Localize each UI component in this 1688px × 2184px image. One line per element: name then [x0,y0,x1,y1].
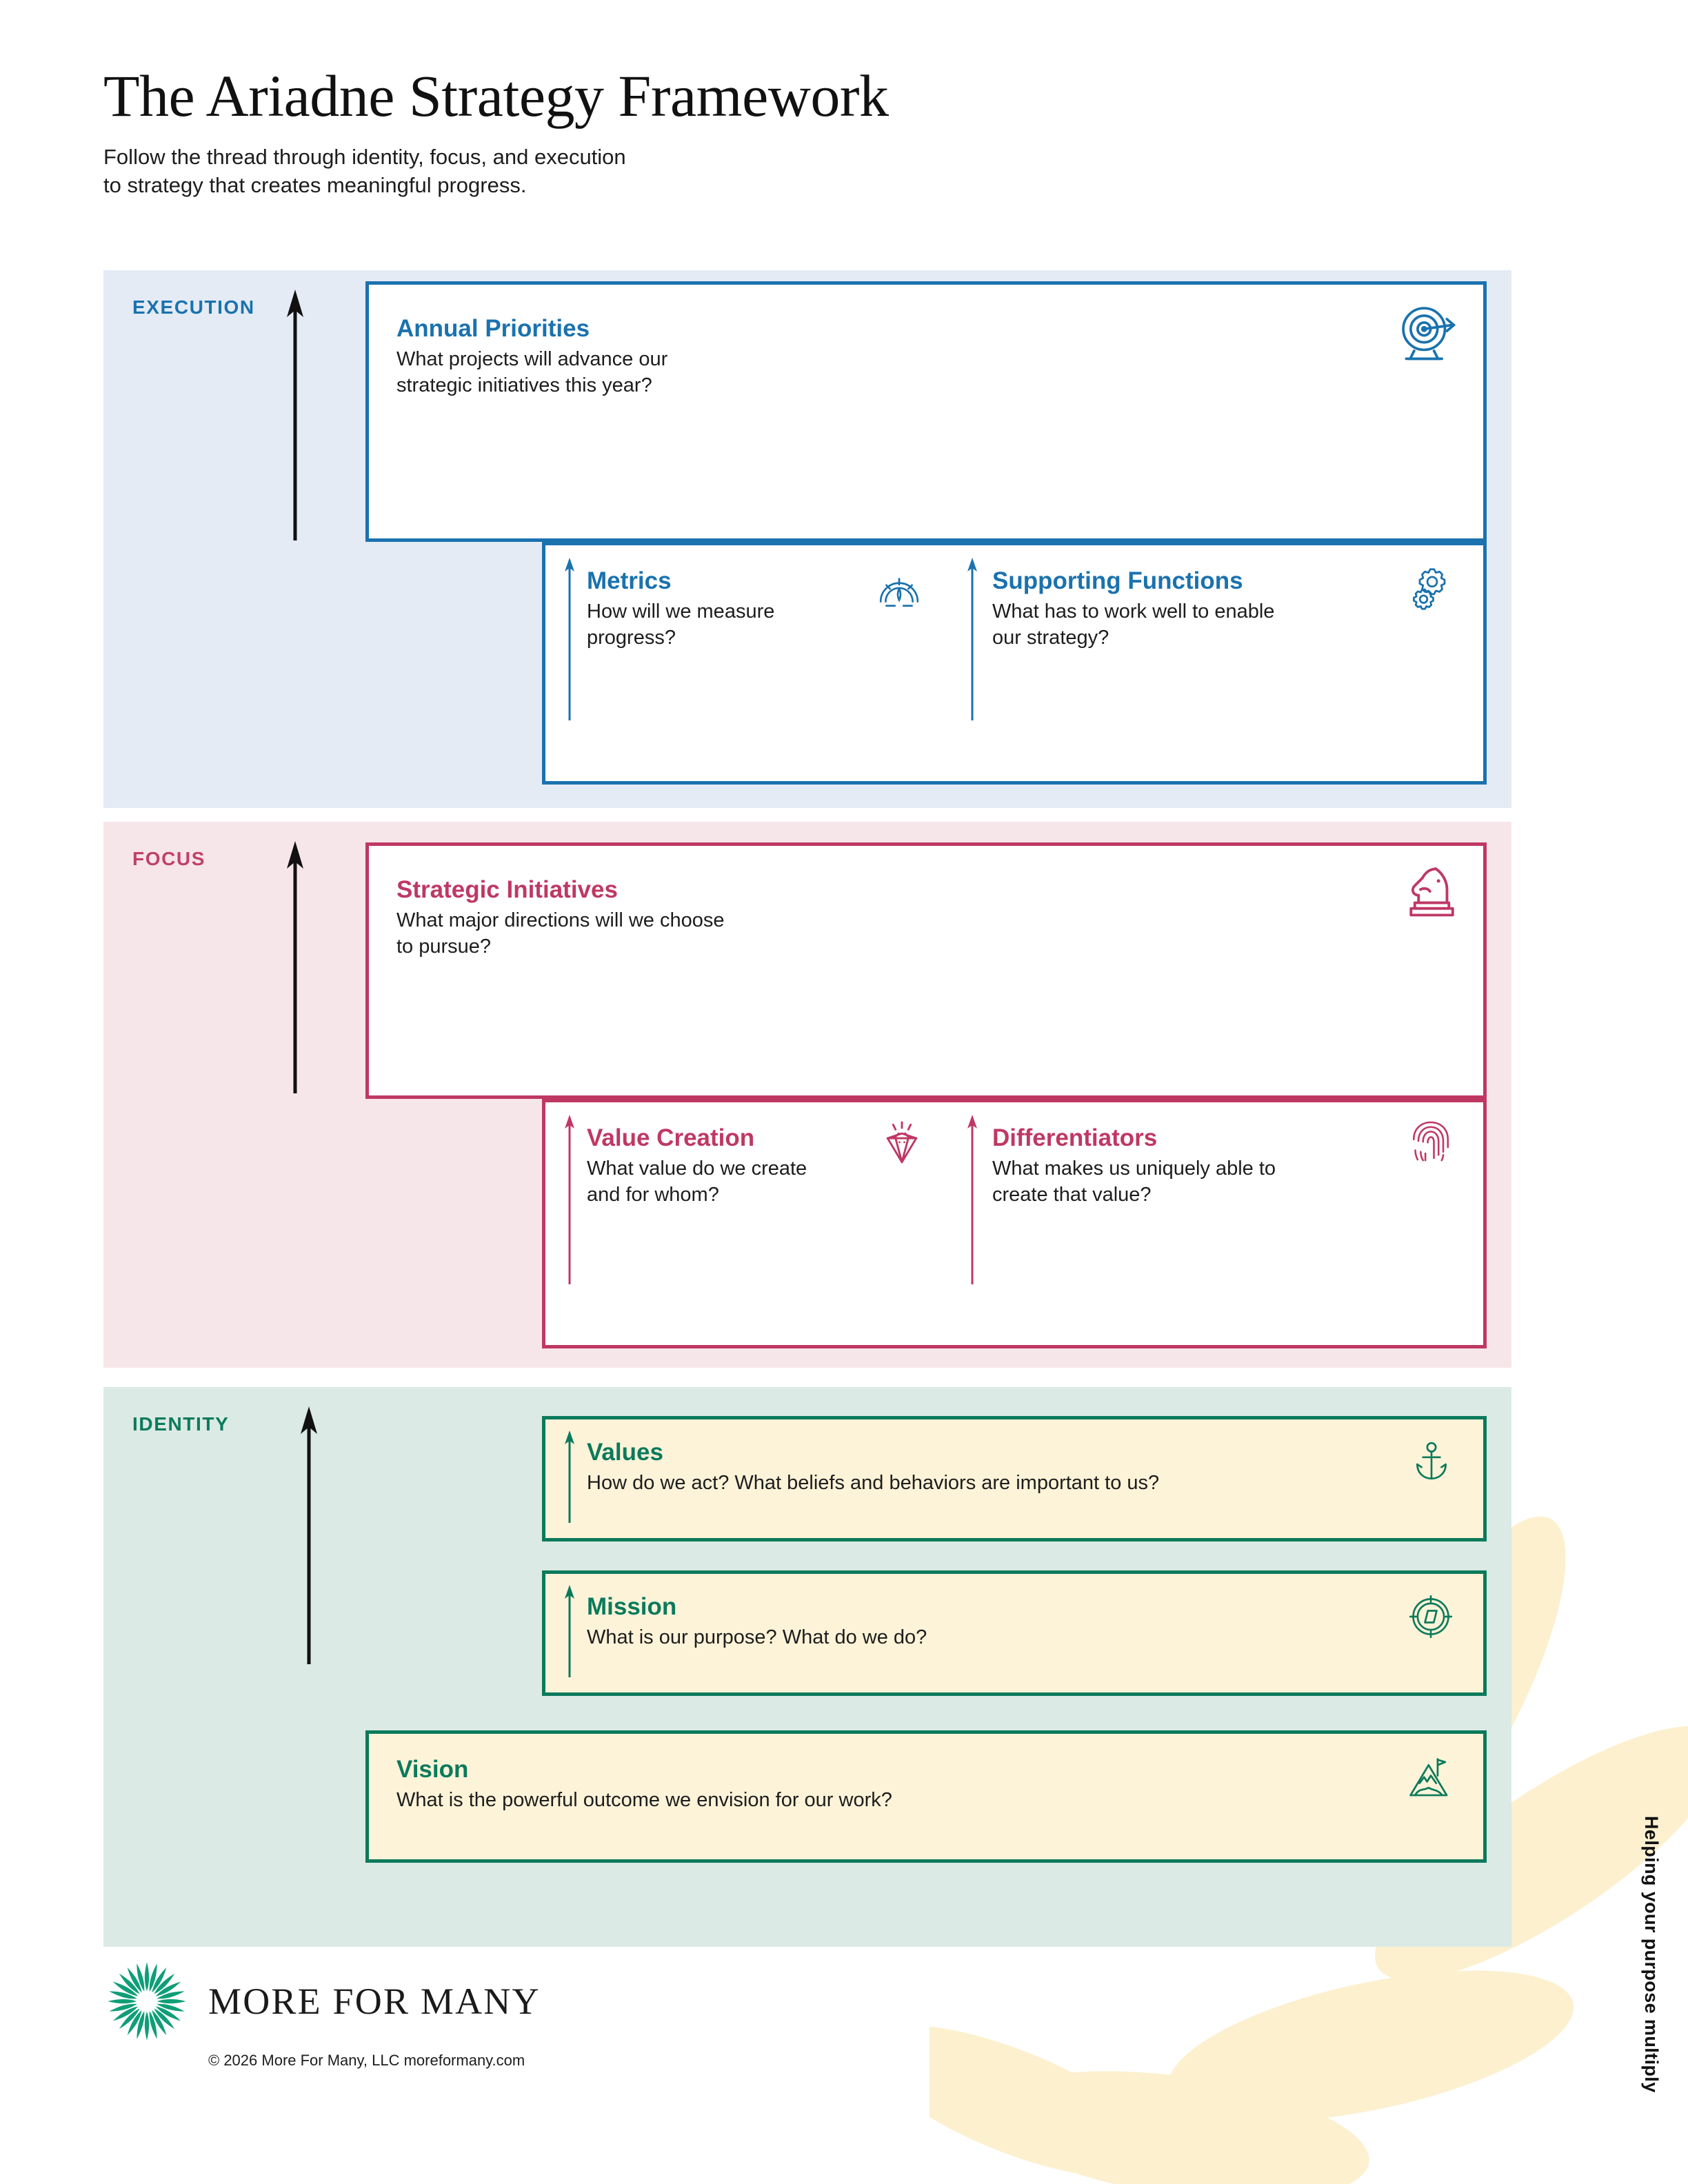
card-question: What makes us uniquely able to create th… [992,1156,1276,1208]
anchor-icon [1416,1442,1447,1480]
page-title: The Ariadne Strategy Framework [103,63,889,129]
card-mission-content: Mission What is our purpose? What do we … [587,1595,927,1651]
progress-arrow-identity [301,1406,317,1664]
card-question-line-2: and for whom? [587,1183,719,1206]
card-question-line-2: strategic initiatives this year? [396,374,652,396]
card-value-creation-content: Value Creation What value do we create a… [587,1126,807,1208]
mountain-flag-icon [1409,1758,1448,1797]
card-question-line-1: What makes us uniquely able to [992,1157,1276,1180]
brand-lockup: MORE FOR MANY [103,1958,541,2045]
card-values-content: Values How do we act? What beliefs and b… [587,1440,1159,1497]
progress-arrow-focus [287,841,303,1093]
card-question: What is our purpose? What do we do? [587,1625,927,1651]
brand-name: MORE FOR MANY [208,1981,541,2022]
progress-arrow-values [565,1430,574,1523]
band-label-focus: FOCUS [132,848,205,869]
target-icon [1402,307,1456,361]
card-question-line-1: What has to work well to enable [992,600,1275,623]
page-header: The Ariadne Strategy Framework Follow th… [103,63,889,200]
card-question-line-1: What major directions will we choose [396,909,725,931]
card-question-line-1: What value do we create [587,1157,807,1180]
diamond-icon [886,1121,918,1164]
card-title: Metrics [587,567,672,594]
footer: MORE FOR MANY © 2026 More For Many, LLC … [103,1958,541,2070]
card-question: What is the powerful outcome we envision… [396,1788,892,1814]
card-metrics-content: Metrics How will we measure progress? [587,569,774,651]
card-title: Value Creation [587,1124,755,1151]
card-question-line-2: create that value? [992,1183,1152,1206]
progress-arrow-value-creation [565,1115,574,1284]
card-title: Strategic Initiatives [396,876,618,903]
card-focus-sub-container[interactable]: Value Creation What value do we create a… [542,1099,1487,1348]
card-execution-sub-container[interactable]: Metrics How will we measure progress? [542,542,1487,785]
page-subtitle: Follow the thread through identity, focu… [103,143,888,200]
card-question: What major directions will we choose to … [396,908,724,960]
progress-arrow-supporting-functions [967,558,977,720]
fingerprint-icon [1412,1121,1449,1162]
card-strategic-initiatives-content: Strategic Initiatives What major directi… [396,878,724,960]
card-title: Supporting Functions [992,567,1243,594]
card-title: Differentiators [992,1124,1158,1151]
card-vision-content: Vision What is the powerful outcome we e… [396,1757,892,1814]
card-question-line-1: What projects will advance our [396,348,668,370]
compass-icon [1409,1595,1453,1639]
progress-arrow-execution [287,290,303,540]
card-question: How do we act? What beliefs and behavior… [587,1470,1159,1497]
card-title: Annual Priorities [396,315,590,342]
card-annual-priorities[interactable]: Annual Priorities What projects will adv… [365,281,1487,542]
card-question: What has to work well to enable our stra… [992,599,1274,651]
card-mission[interactable]: Mission What is our purpose? What do we … [542,1570,1487,1696]
card-vision[interactable]: Vision What is the powerful outcome we e… [365,1730,1487,1863]
card-differentiators-content: Differentiators What makes us uniquely a… [992,1126,1276,1208]
card-question-line-2: our strategy? [992,626,1109,649]
card-title: Mission [587,1593,677,1620]
progress-arrow-mission [565,1585,574,1677]
card-question: What value do we create and for whom? [587,1156,807,1208]
chess-knight-icon [1409,867,1454,917]
gauge-icon [879,578,919,607]
card-question-line-1: What is the powerful outcome we envision… [396,1789,892,1811]
vertical-tagline: Helping your purpose multiply [1641,1816,1662,2093]
band-label-identity: IDENTITY [132,1413,230,1435]
card-annual-priorities-content: Annual Priorities What projects will adv… [396,316,667,398]
gears-icon [1413,568,1446,610]
card-question-line-1: What is our purpose? What do we do? [587,1626,927,1648]
card-question-line-2: to pursue? [396,935,492,958]
card-question-line-2: progress? [587,626,676,649]
sunburst-logo-icon [108,1962,186,2041]
card-strategic-initiatives[interactable]: Strategic Initiatives What major directi… [365,842,1487,1099]
progress-arrow-differentiators [967,1115,977,1284]
band-label-execution: EXECUTION [132,296,255,318]
card-supporting-functions-content: Supporting Functions What has to work we… [992,569,1274,651]
progress-arrow-metrics [565,558,574,720]
copyright-text: © 2026 More For Many, LLC moreformany.co… [208,2052,525,2069]
card-title: Values [587,1439,663,1466]
card-question-line-1: How do we act? What beliefs and behavior… [587,1472,1160,1494]
card-values[interactable]: Values How do we act? What beliefs and b… [542,1416,1487,1541]
subtitle-line-2: to strategy that creates meaningful prog… [103,172,527,197]
subtitle-line-1: Follow the thread through identity, focu… [103,145,626,169]
card-question-line-1: How will we measure [587,600,775,623]
card-question: What projects will advance our strategic… [396,347,667,398]
card-title: Vision [396,1756,469,1783]
card-question: How will we measure progress? [587,599,774,651]
